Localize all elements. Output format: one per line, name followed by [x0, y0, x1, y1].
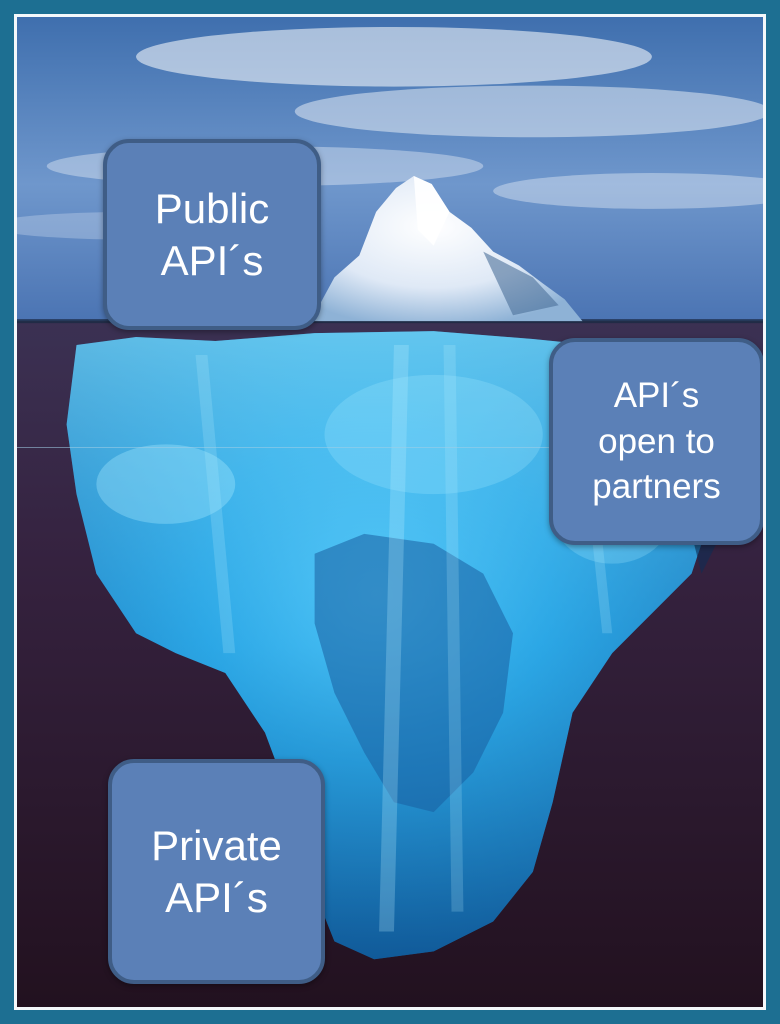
callout-line: API´s — [165, 873, 268, 921]
callout-line: API´s — [160, 236, 264, 284]
callout-line: Public — [154, 185, 270, 233]
private-apis-callout: Private API´s — [108, 759, 325, 984]
image-canvas: Public API´s API´s open to partners Priv… — [14, 14, 766, 1010]
callout-line: Private — [151, 822, 282, 870]
callout-line: API´s — [613, 376, 700, 416]
partner-apis-callout: API´s open to partners — [549, 338, 763, 545]
public-apis-callout: Public API´s — [103, 139, 321, 330]
guide-line — [17, 447, 763, 448]
callout-line: partners — [592, 467, 721, 507]
callout-line: open to — [598, 421, 715, 461]
